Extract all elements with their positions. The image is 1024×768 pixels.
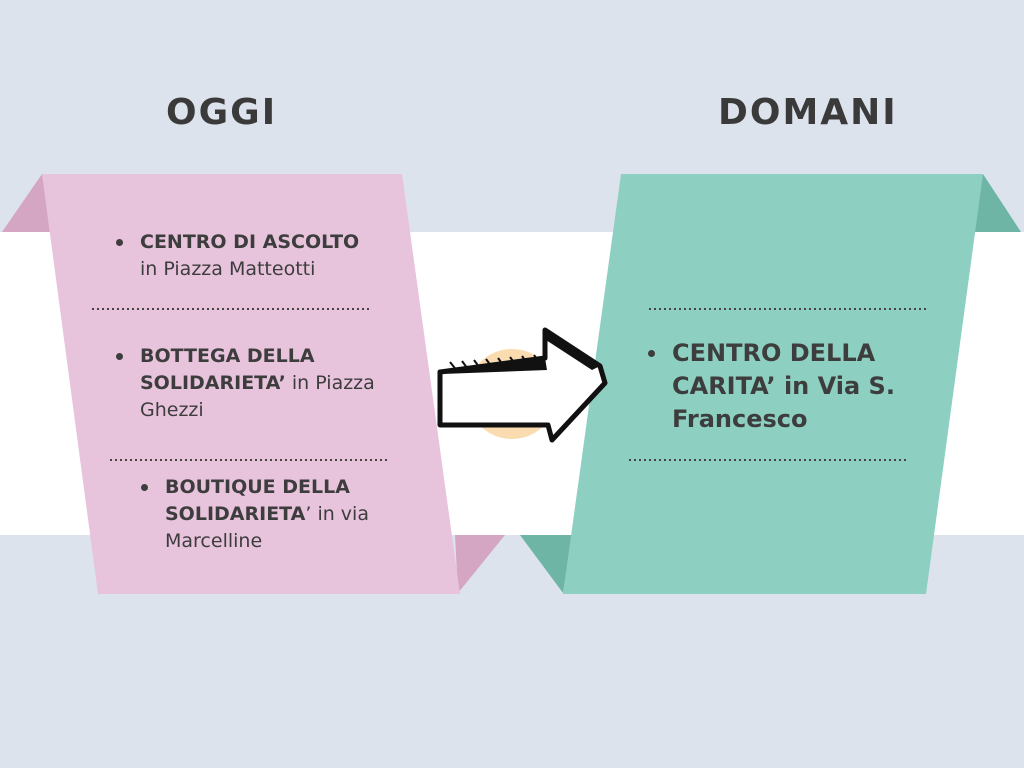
item-location: in Piazza Ghezzi bbox=[140, 372, 375, 421]
item-title: CENTRO DI ASCOLTO bbox=[140, 231, 360, 253]
today-list-1: CENTRO DI ASCOLTO in Piazza Matteotti bbox=[116, 229, 376, 283]
item-location: in Piazza Matteotti bbox=[140, 258, 316, 280]
list-item: BOUTIQUE DELLA SOLIDARIETA’ in via Marce… bbox=[141, 474, 401, 555]
heading-today: OGGI bbox=[166, 92, 278, 133]
heading-tomorrow: DOMANI bbox=[718, 92, 898, 133]
today-list-2: BOTTEGA DELLA SOLIDARIETA’ in Piazza Ghe… bbox=[116, 343, 376, 424]
today-list-3: BOUTIQUE DELLA SOLIDARIETA’ in via Marce… bbox=[141, 474, 401, 555]
item-location: ’ in via Marcelline bbox=[165, 503, 369, 552]
tomorrow-list: CENTRO DELLA CARITA’ in Via S. Francesco bbox=[648, 337, 908, 436]
hand-drawn-right-arrow-icon bbox=[437, 327, 608, 443]
item-title: CENTRO DELLA CARITA’ in Via S. Francesco bbox=[672, 339, 895, 433]
item-title: BOTTEGA DELLA SOLIDARIETA’ bbox=[140, 345, 315, 394]
list-item: CENTRO DELLA CARITA’ in Via S. Francesco bbox=[648, 337, 908, 436]
list-item: CENTRO DI ASCOLTO in Piazza Matteotti bbox=[116, 229, 376, 283]
item-title: BOUTIQUE DELLA SOLIDARIETA bbox=[165, 476, 350, 525]
list-item: BOTTEGA DELLA SOLIDARIETA’ in Piazza Ghe… bbox=[116, 343, 376, 424]
left-panel-bottom-fold bbox=[455, 535, 505, 593]
right-panel bbox=[563, 174, 983, 594]
right-panel-bottom-fold bbox=[520, 535, 572, 593]
